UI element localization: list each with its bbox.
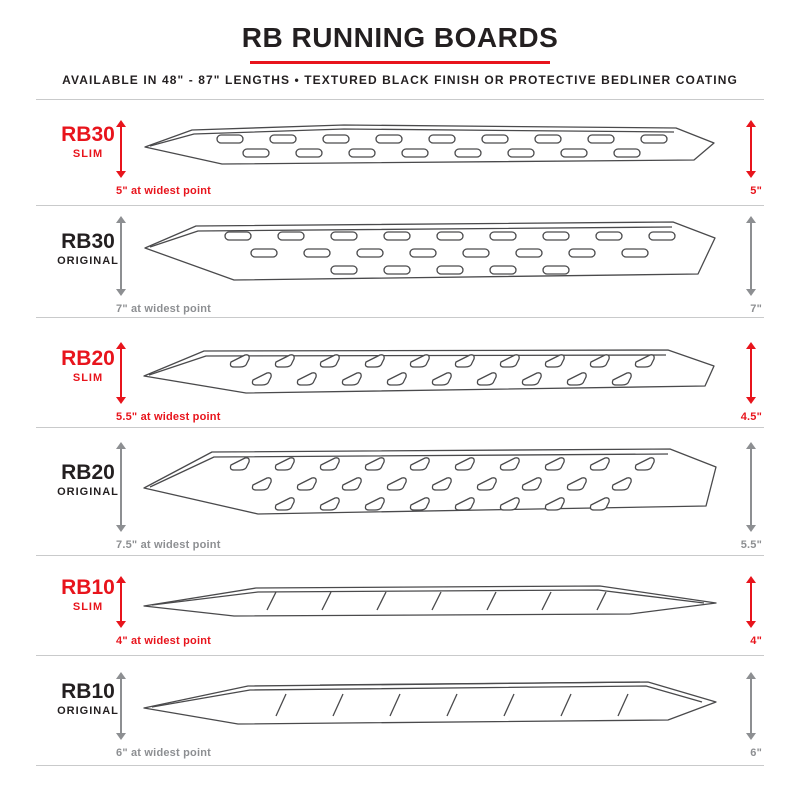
- running-board-illustration: [143, 681, 717, 725]
- width-measurement: 4" at widest point: [116, 635, 211, 647]
- height-arrow-icon: [746, 672, 756, 740]
- board-row-rb10-original: RB10 ORIGINAL 6" at widest point 6": [36, 656, 764, 766]
- rb30-slim-drawing: [140, 120, 720, 178]
- height-arrow-icon: [746, 576, 756, 628]
- model-label-block: RB10 ORIGINAL: [36, 680, 140, 717]
- model-name: RB10: [61, 576, 115, 599]
- width-arrow-icon: [116, 576, 126, 628]
- model-name: RB20: [61, 347, 115, 370]
- width-arrow-icon: [116, 216, 126, 296]
- height-measurement: 4": [750, 635, 762, 647]
- rb10-slim-drawing: [140, 576, 720, 628]
- width-arrow-icon: [116, 672, 126, 740]
- title-underline: [250, 61, 550, 64]
- width-arrow-icon: [116, 442, 126, 532]
- height-measurement: 6": [750, 747, 762, 759]
- model-label-block: RB10 SLIM: [36, 576, 140, 613]
- variant-name: SLIM: [72, 372, 104, 385]
- variant-name: ORIGINAL: [57, 486, 119, 499]
- running-board-illustration: [143, 585, 717, 617]
- page-title: RB RUNNING BOARDS: [241, 22, 559, 53]
- height-arrow-icon: [746, 342, 756, 404]
- model-label-block: RB20 ORIGINAL: [36, 461, 140, 498]
- board-row-rb30-original: RB30 ORIGINAL 7" at widest point 7": [36, 206, 764, 318]
- height-arrow-icon: [746, 442, 756, 532]
- height-arrow-icon: [746, 120, 756, 178]
- variant-name: SLIM: [72, 601, 104, 614]
- variant-name: ORIGINAL: [57, 255, 119, 268]
- board-row-rb20-original: RB20 ORIGINAL 7.5" at widest point 5.5": [36, 428, 764, 556]
- variant-name: ORIGINAL: [57, 705, 119, 718]
- subtitle: AVAILABLE IN 48" - 87" LENGTHS • TEXTURE…: [62, 73, 738, 87]
- running-board-illustration: [144, 124, 715, 165]
- running-board-illustration: [143, 448, 717, 515]
- board-row-rb30-slim: RB30 SLIM 5" at widest point 5": [36, 100, 764, 206]
- width-measurement: 7" at widest point: [116, 303, 211, 315]
- width-measurement: 6" at widest point: [116, 747, 211, 759]
- running-board-illustration: [144, 221, 716, 281]
- model-name: RB30: [61, 123, 115, 146]
- height-measurement: 5": [750, 185, 762, 197]
- board-row-rb10-slim: RB10 SLIM 4" at widest point 4": [36, 556, 764, 656]
- width-measurement: 5" at widest point: [116, 185, 211, 197]
- board-row-rb20-slim: RB20 SLIM 5.5" at widest point 4.5": [36, 318, 764, 428]
- rb30-original-drawing: [140, 216, 720, 296]
- height-measurement: 4.5": [740, 411, 762, 423]
- rb20-slim-drawing: [140, 342, 720, 404]
- page-header: RB RUNNING BOARDS AVAILABLE IN 48" - 87"…: [0, 0, 800, 87]
- width-measurement: 7.5" at widest point: [116, 539, 221, 551]
- width-arrow-icon: [116, 342, 126, 404]
- model-label-block: RB30 ORIGINAL: [36, 230, 140, 267]
- width-measurement: 5.5" at widest point: [116, 411, 221, 423]
- height-measurement: 5.5": [740, 539, 762, 551]
- width-arrow-icon: [116, 120, 126, 178]
- height-measurement: 7": [750, 303, 762, 315]
- running-board-illustration: [143, 349, 715, 394]
- board-rows: RB30 SLIM 5" at widest point 5" RB30 ORI…: [36, 99, 764, 766]
- model-label-block: RB30 SLIM: [36, 123, 140, 160]
- model-name: RB10: [61, 680, 115, 703]
- variant-name: SLIM: [72, 148, 104, 161]
- rb20-original-drawing: [140, 442, 720, 532]
- height-arrow-icon: [746, 216, 756, 296]
- rb10-original-drawing: [140, 672, 720, 740]
- model-name: RB30: [61, 230, 115, 253]
- model-name: RB20: [61, 461, 115, 484]
- model-label-block: RB20 SLIM: [36, 347, 140, 384]
